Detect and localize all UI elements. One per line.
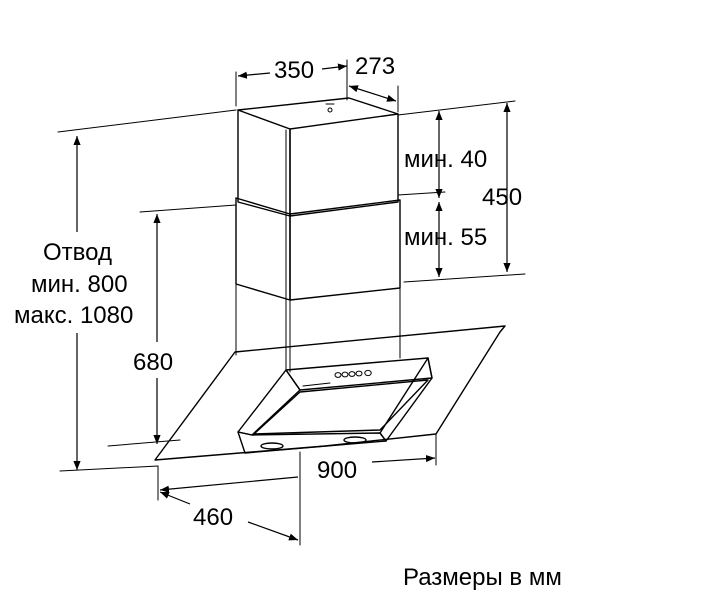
label-min-40: мин. 40	[404, 146, 487, 173]
label-top-depth: 273	[355, 53, 395, 80]
label-exhaust-line1: Отвод	[43, 239, 112, 266]
dimension-lines	[73, 63, 511, 541]
label-exhaust-line2: мин. 800	[31, 271, 128, 298]
chimney	[235, 97, 401, 373]
glass-canopy	[154, 325, 506, 461]
hood-light-right	[343, 436, 367, 444]
label-680: 680	[133, 349, 173, 376]
label-min-55: мин. 55	[404, 224, 487, 251]
label-exhaust-line3: макс. 1080	[14, 302, 133, 329]
reference-lines	[57, 59, 526, 546]
grease-filter	[253, 379, 429, 435]
hood-light-left	[260, 442, 284, 450]
dimension-labels: 350 273 мин. 40 450 мин. 55 Отвод мин. 8…	[14, 53, 522, 531]
control-panel-buttons	[302, 369, 372, 387]
label-width-900: 900	[317, 457, 357, 484]
label-top-width: 350	[274, 57, 314, 84]
units-note: Размеры в мм	[403, 564, 562, 591]
hood-body	[237, 357, 433, 454]
label-450: 450	[482, 184, 522, 211]
label-depth-460: 460	[193, 504, 233, 531]
